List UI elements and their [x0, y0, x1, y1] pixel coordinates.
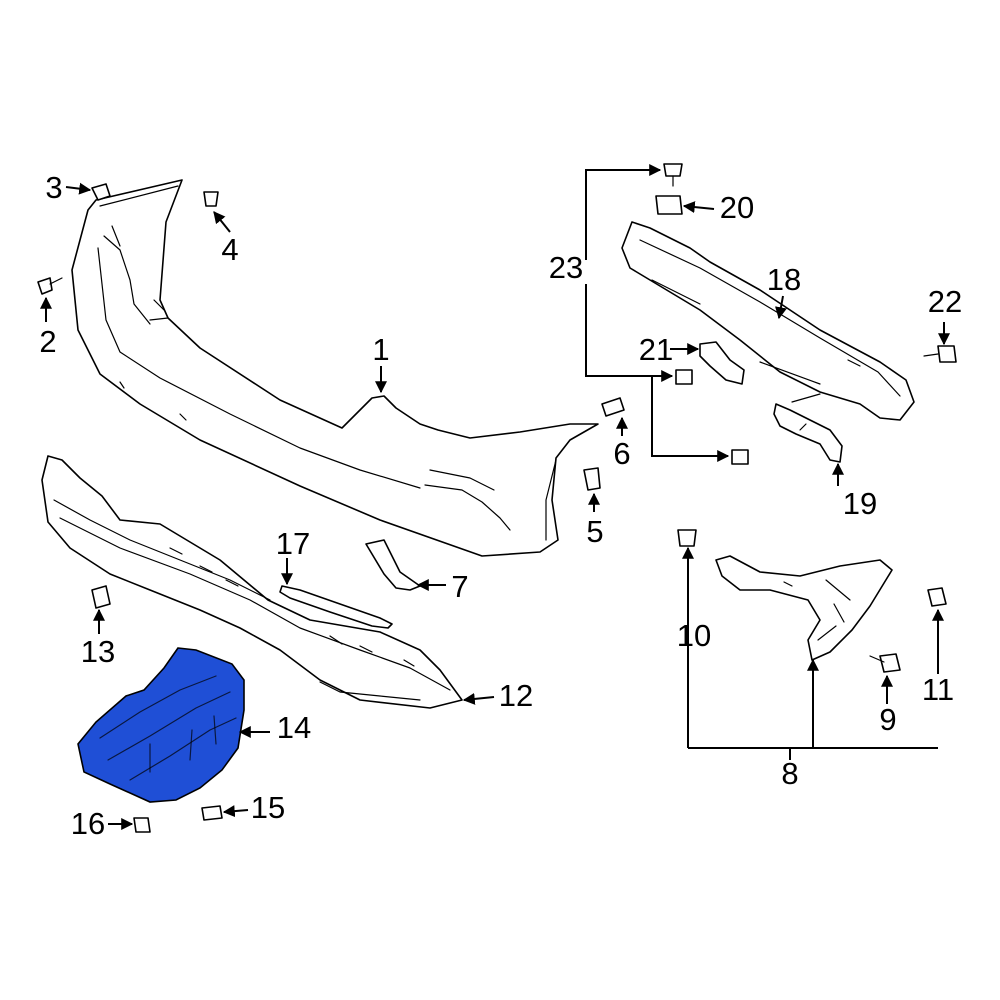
screw-2[interactable] — [37, 277, 63, 295]
bolt-22[interactable] — [923, 345, 957, 363]
leader-lines — [40, 164, 950, 830]
callout-3: 3 — [45, 170, 62, 205]
bolt-23-mid[interactable] — [675, 369, 693, 385]
side-trim[interactable] — [365, 539, 421, 591]
callout-17: 17 — [276, 526, 310, 561]
splash-shield[interactable] — [77, 647, 245, 803]
bumper-cover[interactable] — [71, 179, 599, 557]
reflector-strip[interactable] — [279, 585, 393, 629]
nut-15[interactable] — [201, 805, 223, 821]
callout-14: 14 — [277, 710, 311, 745]
callout-8: 8 — [781, 756, 798, 791]
callout-1: 1 — [372, 332, 389, 367]
lower-valance[interactable] — [41, 455, 463, 709]
push-pin-4[interactable] — [203, 191, 219, 207]
callout-23: 23 — [549, 250, 583, 285]
bracket-21[interactable] — [699, 341, 745, 385]
nut-11[interactable] — [927, 587, 947, 607]
clip-10[interactable] — [677, 529, 697, 547]
callout-12: 12 — [499, 678, 533, 713]
callout-5: 5 — [586, 514, 603, 549]
reinforcement-beam[interactable] — [621, 221, 915, 421]
callout-22: 22 — [928, 284, 962, 319]
beam-bracket[interactable] — [773, 393, 843, 463]
callout-16: 16 — [71, 806, 105, 841]
bolt-23-low[interactable] — [731, 449, 749, 465]
callout-2: 2 — [39, 324, 56, 359]
callout-20: 20 — [720, 190, 754, 225]
callout-13: 13 — [81, 634, 115, 669]
callout-4: 4 — [221, 232, 238, 267]
side-bracket[interactable] — [715, 555, 893, 661]
callout-10: 10 — [677, 618, 711, 653]
callout-21: 21 — [639, 332, 673, 367]
callout-9: 9 — [879, 702, 896, 737]
screw-6[interactable] — [601, 397, 625, 417]
bolt-23-top[interactable] — [663, 163, 683, 187]
callouts: 1 2 3 4 5 6 7 8 9 10 11 12 13 14 15 16 1… — [39, 170, 962, 841]
callout-18: 18 — [767, 262, 801, 297]
callout-7: 7 — [451, 569, 468, 604]
push-pin-16[interactable] — [133, 817, 151, 833]
nut-13[interactable] — [91, 585, 111, 609]
clip-3[interactable] — [91, 183, 111, 201]
callout-11: 11 — [922, 672, 954, 707]
callout-6: 6 — [613, 436, 630, 471]
callout-19: 19 — [843, 486, 877, 521]
bolt-9[interactable] — [869, 653, 901, 673]
nut-5[interactable] — [583, 467, 601, 491]
bolt-20[interactable] — [655, 195, 683, 215]
callout-15: 15 — [251, 790, 285, 825]
